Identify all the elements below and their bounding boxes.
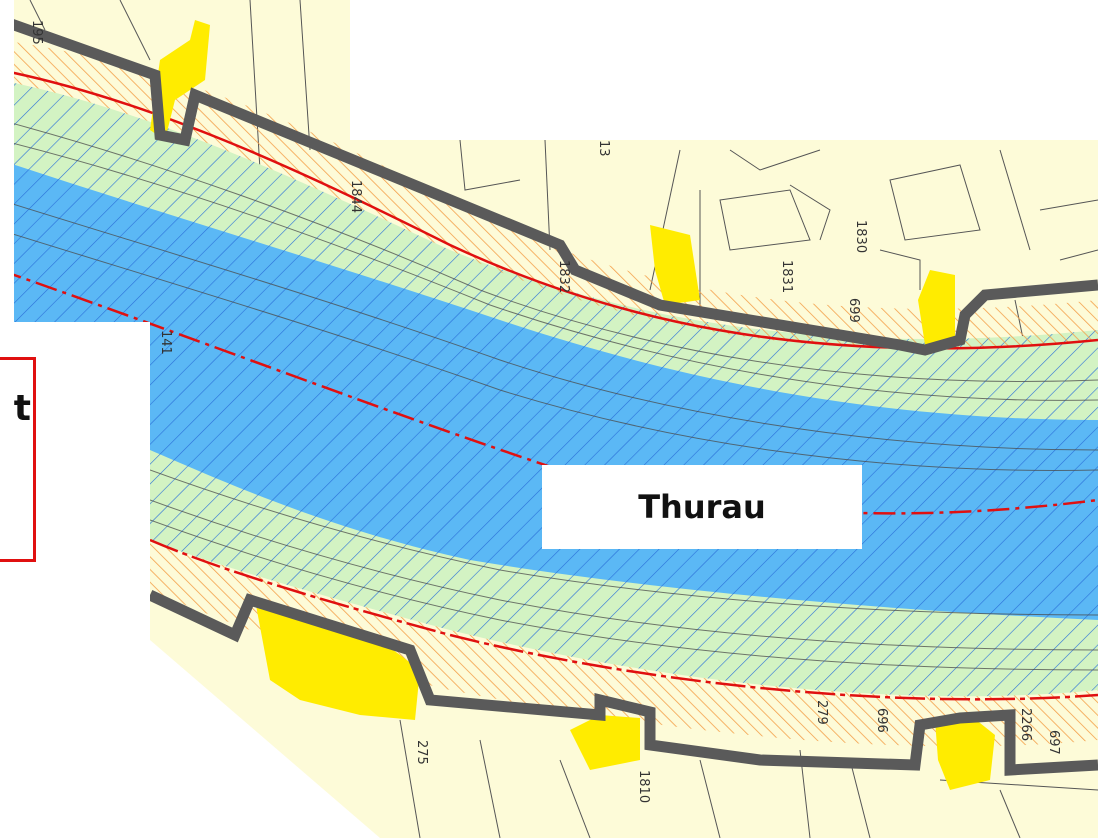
parcel-number: 279 — [814, 700, 829, 725]
callout-box: t — [0, 357, 36, 562]
parcel-number: 2266 — [1018, 708, 1033, 741]
river-label: Thurau — [542, 465, 862, 549]
parcel-number: 1844 — [348, 180, 363, 213]
parcel-number: 195 — [29, 20, 44, 45]
parcel-number: 141 — [158, 330, 173, 355]
parcel-number: 697 — [1046, 730, 1061, 755]
parcel-number: 699 — [846, 298, 861, 323]
parcel-number: 13 — [596, 140, 611, 157]
parcel-number: 696 — [874, 708, 889, 733]
parcel-number: 1831 — [779, 260, 794, 293]
parcel-number: 275 — [414, 740, 429, 765]
parcel-number: 1830 — [853, 220, 868, 253]
parcel-number: 1832 — [556, 260, 571, 293]
parcel-number: 1810 — [636, 770, 651, 803]
callout-text: t — [13, 388, 31, 429]
